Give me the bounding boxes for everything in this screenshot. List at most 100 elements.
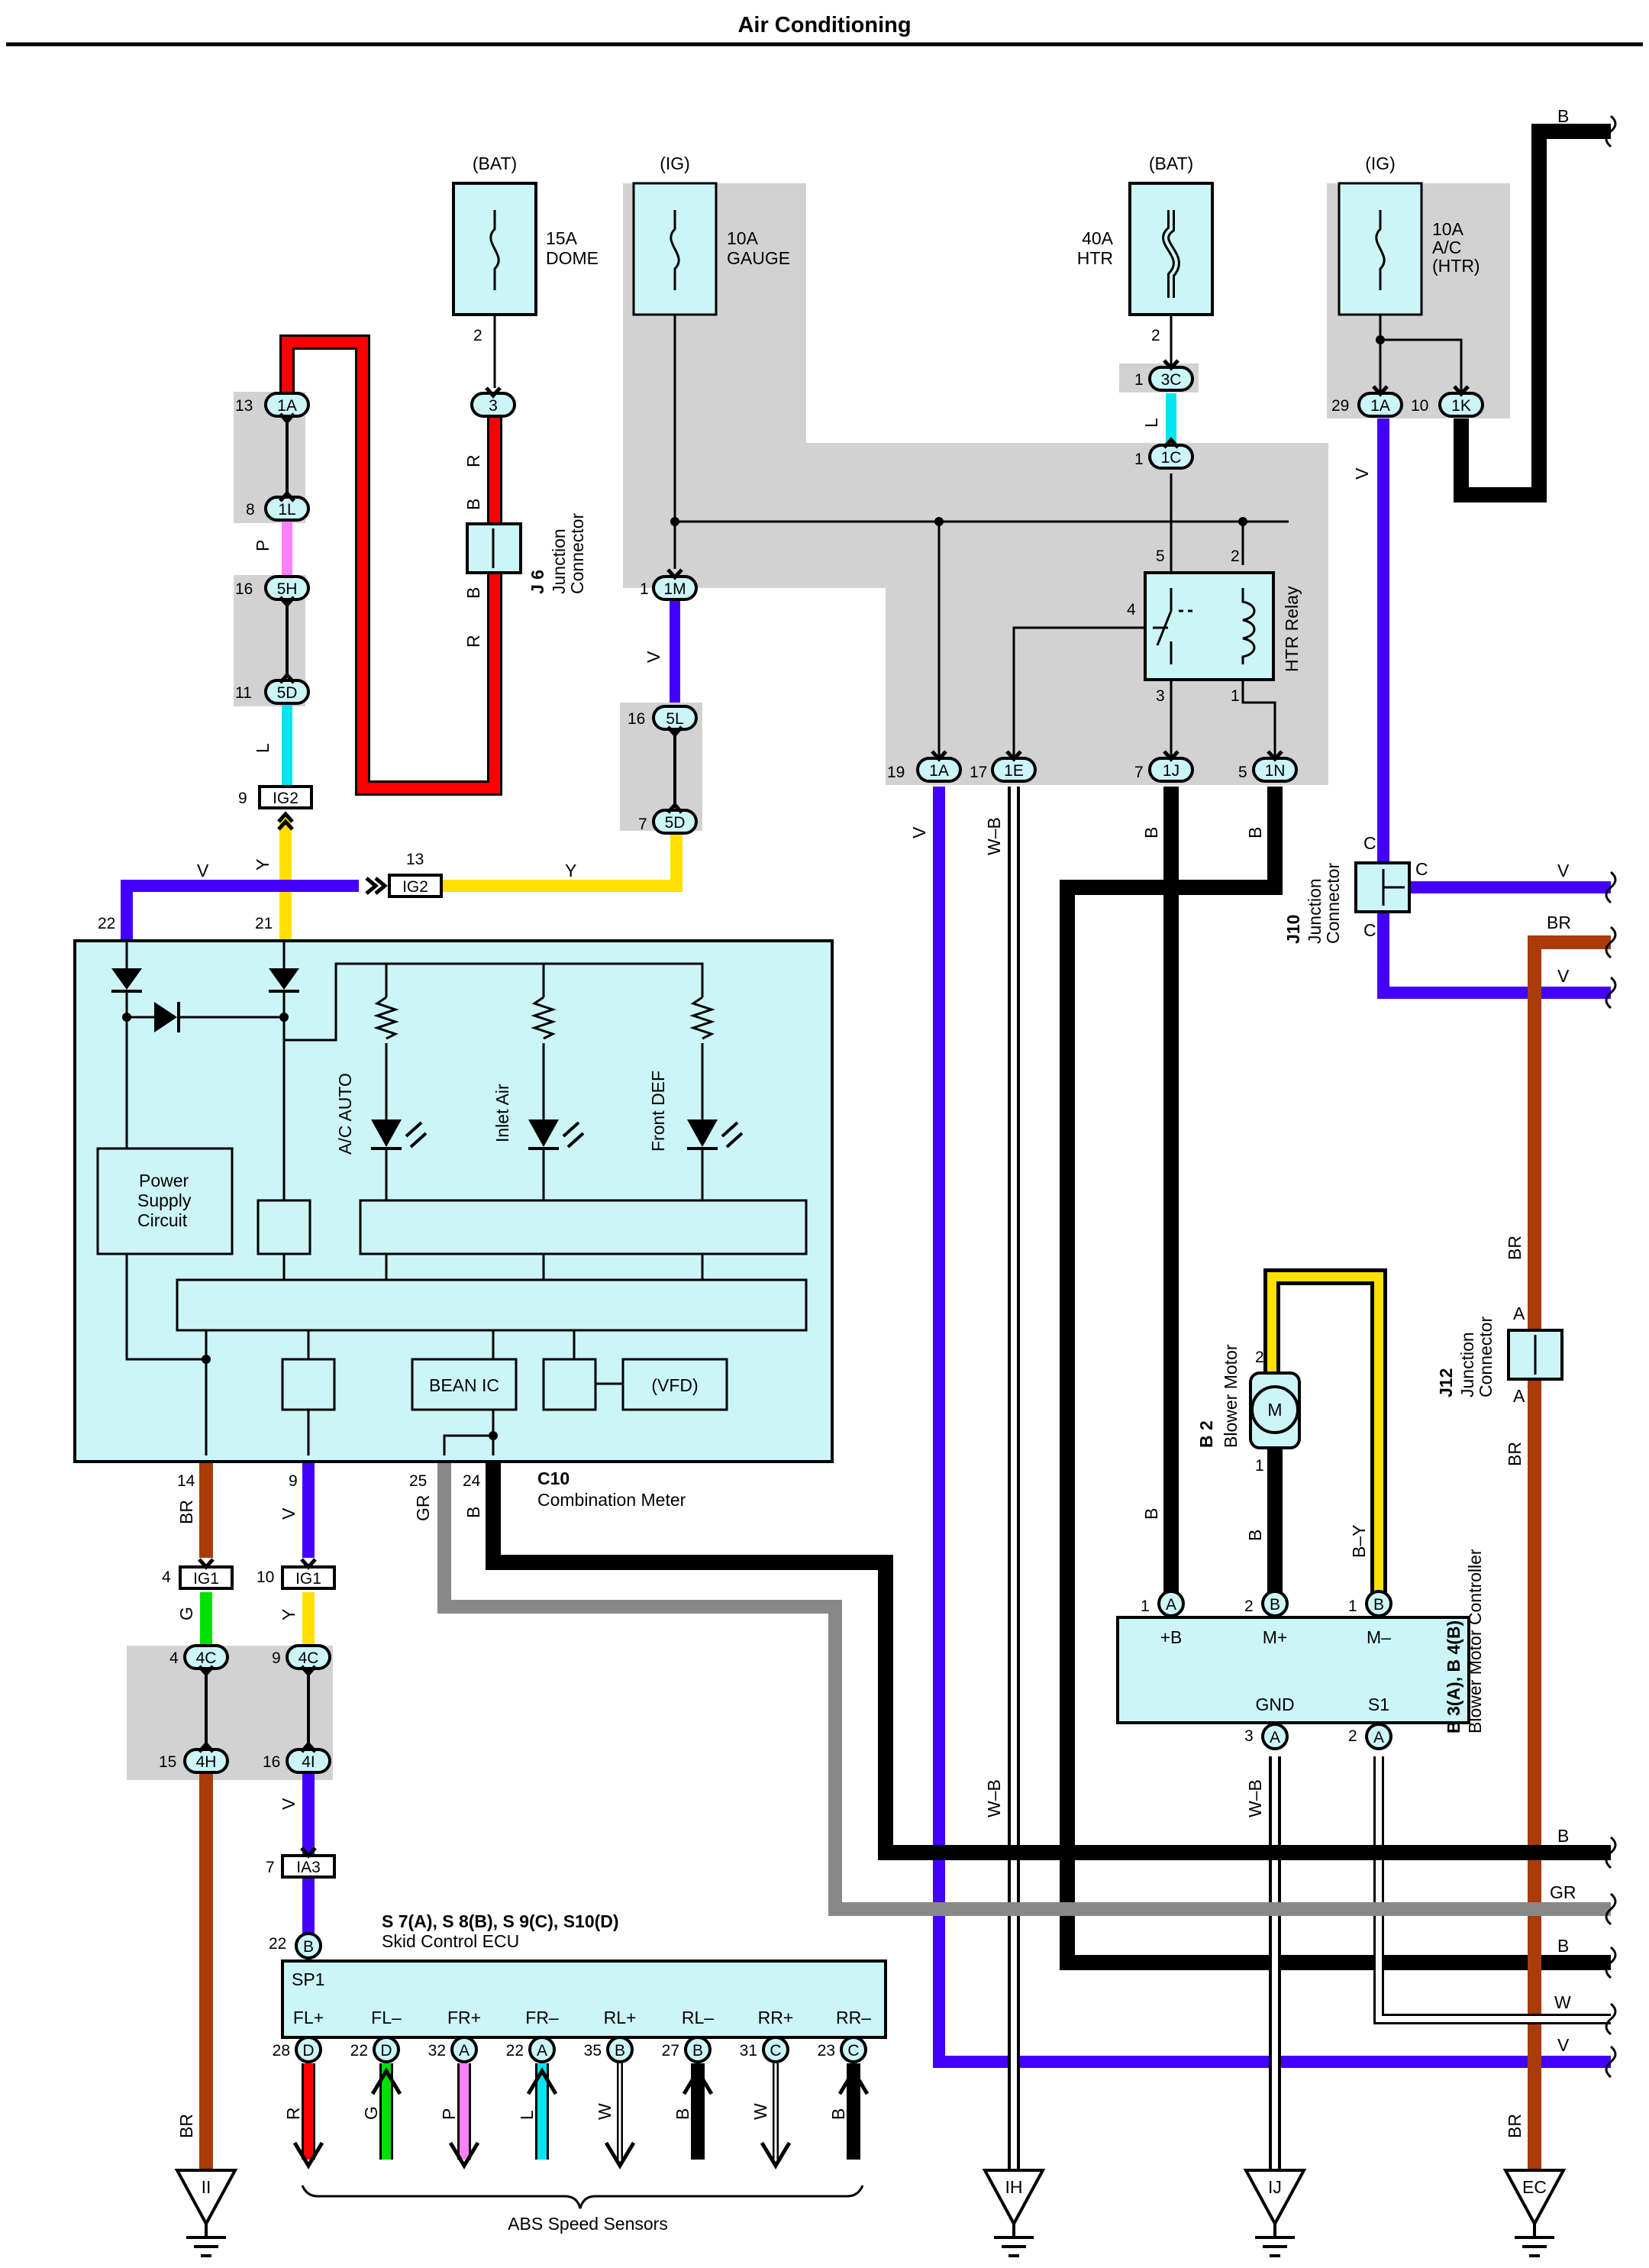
svg-text:IA3: IA3 [296,1859,321,1876]
svg-text:A: A [1513,1386,1525,1406]
svg-text:J10: J10 [1283,915,1303,944]
svg-text:B: B [1557,106,1569,126]
svg-text:G: G [361,2106,381,2120]
svg-text:V: V [1557,966,1570,986]
svg-text:16: 16 [263,1753,280,1771]
svg-text:W: W [750,2103,770,2120]
svg-text:IG2: IG2 [402,878,428,896]
svg-text:M+: M+ [1263,1627,1288,1647]
connector-c3C: 3C [1148,366,1194,392]
wires [121,124,1611,2176]
svg-text:16: 16 [235,580,253,598]
svg-text:1M: 1M [663,580,686,598]
wire-label-B_motor_in: B [1141,1508,1161,1520]
svg-text:L: L [517,2110,537,2120]
wire-label-Y_4c: Y [279,1609,298,1620]
wire-label-R1: R [463,454,483,467]
svg-text:Y: Y [565,861,576,880]
svg-text:B: B [1557,1826,1569,1846]
svg-text:3: 3 [489,397,498,415]
svg-text:25: 25 [409,1472,427,1490]
wire-label-BR_14: BR [176,1500,196,1524]
svg-text:5: 5 [1156,548,1165,565]
combination-meter: A/C AUTO Inlet Air Front DEF Power Suppl… [73,939,834,1510]
svg-text:B: B [828,2108,848,2120]
svg-text:M–: M– [1367,1627,1391,1647]
svg-text:B 2: B 2 [1196,1420,1216,1448]
connector-c1E: 1E [991,757,1037,783]
svg-text:+B: +B [1160,1627,1183,1647]
connector-c5L: 5L [652,705,698,731]
svg-text:Junction: Junction [1305,878,1325,944]
svg-text:(VFD): (VFD) [651,1375,698,1395]
connector-cIG1_a: IG1 [179,1565,234,1590]
svg-text:1K: 1K [1451,397,1471,415]
svg-text:2: 2 [1255,1349,1264,1366]
svg-text:B: B [692,2042,703,2060]
svg-text:5D: 5D [277,684,298,702]
svg-text:B 3(A), B 4(B): B 3(A), B 4(B) [1444,1620,1463,1733]
svg-text:Power: Power [139,1171,189,1191]
svg-text:Blower Motor Controller: Blower Motor Controller [1465,1549,1485,1733]
svg-text:2: 2 [1244,1598,1254,1615]
wire-label-B_1N: B [1245,827,1265,838]
svg-text:IG2: IG2 [273,790,298,807]
svg-text:9: 9 [238,790,247,807]
svg-text:Junction: Junction [1457,1332,1477,1397]
svg-text:M: M [1267,1400,1282,1420]
svg-text:(HTR): (HTR) [1432,256,1480,276]
svg-text:22: 22 [350,2042,368,2060]
fuse-dome: (BAT) 15A DOME [452,153,599,316]
wire-label-WB_gnd: W–B [1245,1779,1265,1817]
connector-c5D_mid: 5D [652,809,698,835]
svg-text:R: R [283,2107,303,2120]
svg-text:B: B [673,2108,692,2120]
svg-text:1: 1 [1141,1598,1150,1615]
connector-c4C_b: 4C [286,1644,331,1670]
svg-text:1: 1 [1231,687,1240,705]
svg-text:DOME: DOME [546,248,599,268]
svg-text:W: W [1554,1992,1571,2012]
svg-text:2: 2 [1151,327,1160,344]
svg-text:S1: S1 [1368,1695,1389,1714]
wire-ends [1605,115,1617,2079]
svg-text:3C: 3C [1161,371,1182,389]
junction-j10: C C C J10 Junction Connector [1283,833,1428,944]
svg-text:II: II [202,2177,211,2197]
connector-cA_gnd: A [1261,1723,1289,1750]
svg-text:13: 13 [235,397,253,415]
svg-text:2: 2 [1231,548,1240,565]
htr-relay: HTR Relay 5 2 4 3 1 [1127,548,1302,705]
wire-label-GR_25: GR [413,1495,433,1522]
wire-label-WB_17: W–B [984,817,1004,855]
connector-c1C: 1C [1148,444,1194,470]
svg-text:B: B [1557,1936,1569,1956]
wire-label-V_4i: V [279,1798,298,1810]
svg-text:1: 1 [1134,371,1144,389]
svg-text:1L: 1L [278,501,295,519]
fuse-ac-htr: (IG) 10A A/C (HTR) [1338,153,1480,316]
connector-c5D_left: 5D [264,679,310,705]
wire-label-BR_j12a: BR [1505,1236,1525,1260]
svg-text:GAUGE: GAUGE [727,248,790,268]
svg-text:15: 15 [159,1753,176,1771]
page-title: Air Conditioning [737,13,911,37]
svg-text:8: 8 [246,501,255,519]
svg-text:Front DEF: Front DEF [648,1071,668,1152]
svg-text:1E: 1E [1004,762,1024,780]
connector-c1A_mid: 1A [916,757,962,783]
svg-text:HTR: HTR [1077,248,1113,268]
blower-motor: M B 2 Blower Motor 2 1 [1196,1344,1301,1475]
svg-text:A: A [537,2042,547,2060]
svg-text:31: 31 [740,2042,757,2060]
svg-text:1C: 1C [1161,449,1182,467]
svg-text:(IG): (IG) [1365,153,1396,173]
svg-text:IG1: IG1 [295,1570,321,1588]
svg-text:4H: 4H [196,1753,217,1771]
svg-text:A/C: A/C [1432,237,1461,257]
svg-text:9: 9 [272,1649,281,1667]
